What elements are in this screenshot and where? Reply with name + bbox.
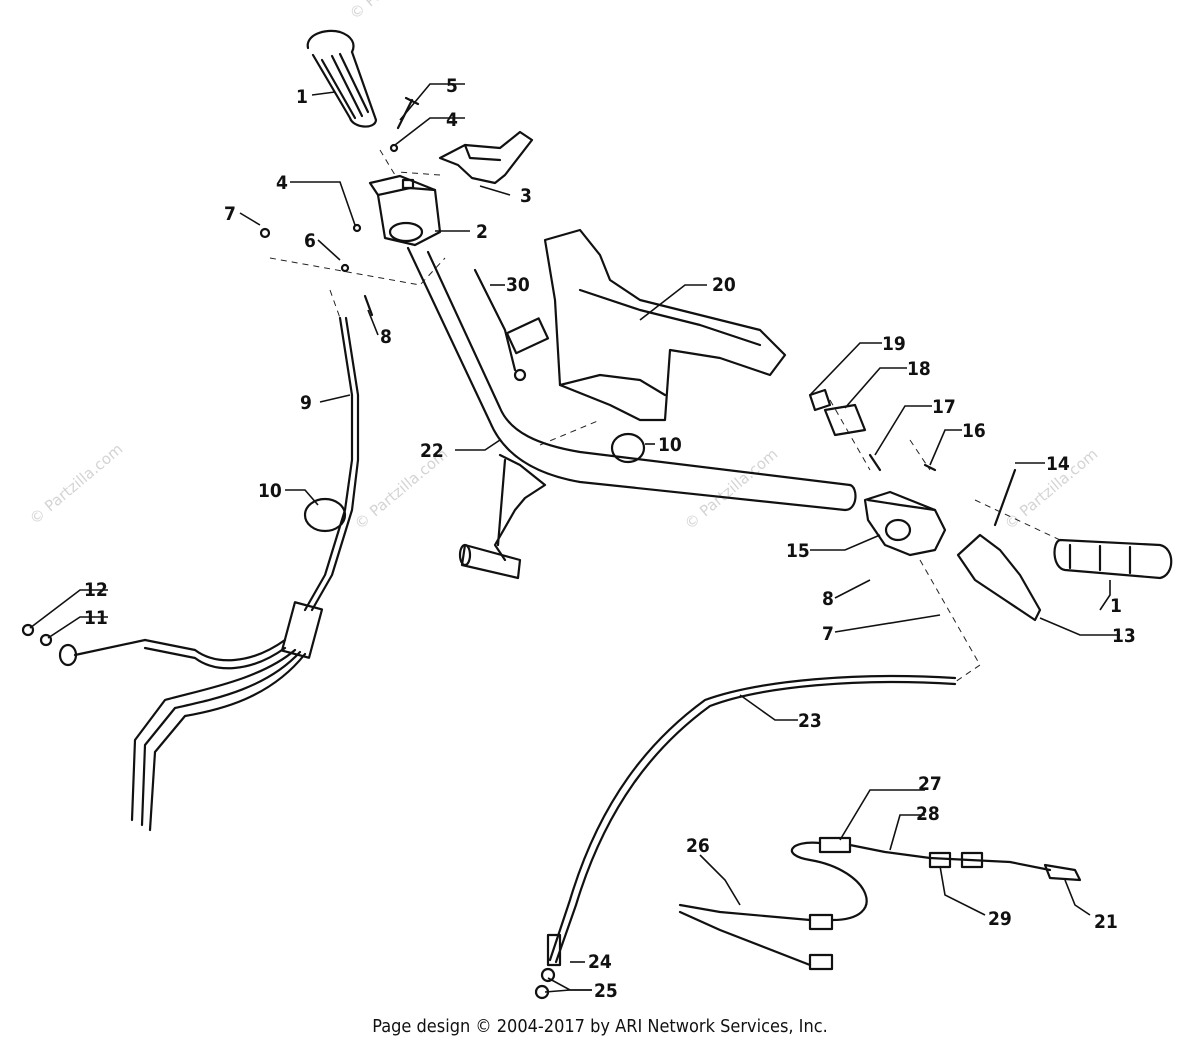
callout-15: 15 xyxy=(786,540,810,562)
right-grip xyxy=(1053,538,1173,580)
callout-7: 7 xyxy=(822,623,834,645)
assembly-lines xyxy=(269,149,1061,683)
throttle-cable xyxy=(73,316,360,832)
adjuster xyxy=(58,643,78,667)
callout-21: 21 xyxy=(1094,911,1118,933)
callout-4: 4 xyxy=(446,109,458,131)
spring-17 xyxy=(868,453,882,472)
switch-18 xyxy=(823,403,867,437)
callout-7: 7 xyxy=(224,203,236,225)
washer-12 xyxy=(21,623,35,637)
washer-4 xyxy=(389,143,399,153)
callout-28: 28 xyxy=(916,803,940,825)
watermark: © Partzilla.com xyxy=(26,440,126,528)
callout-1: 1 xyxy=(1110,595,1122,617)
handlebar-pad xyxy=(543,228,787,422)
callout-4: 4 xyxy=(276,172,288,194)
clamp-10a xyxy=(610,432,646,464)
left-grip xyxy=(306,29,378,128)
screw-14 xyxy=(993,468,1017,527)
callout-2: 2 xyxy=(476,221,488,243)
bracket-19 xyxy=(808,388,832,412)
throttle-housing xyxy=(368,174,442,247)
callout-29: 29 xyxy=(988,908,1012,930)
callout-20: 20 xyxy=(712,274,736,296)
page-footer: Page design © 2004-2017 by ARI Network S… xyxy=(372,1016,828,1037)
callout-22: 22 xyxy=(420,440,444,462)
callout-12: 12 xyxy=(84,579,108,601)
callout-30: 30 xyxy=(506,274,530,296)
callout-24: 24 xyxy=(588,951,612,973)
callout-3: 3 xyxy=(520,185,532,207)
callout-5: 5 xyxy=(446,75,458,97)
leader-lines xyxy=(29,83,1120,993)
brake-housing xyxy=(863,490,947,557)
watermark: © Partzilla.com xyxy=(681,445,781,533)
callout-10: 10 xyxy=(258,480,282,502)
callout-1: 1 xyxy=(296,86,308,108)
callout-14: 14 xyxy=(1046,453,1070,475)
callout-labels: 1 2 3 4 4 5 6 7 8 9 10 10 11 12 13 14 15… xyxy=(84,75,1136,1002)
watermark: © Partzilla.com xyxy=(346,0,446,23)
callout-25: 25 xyxy=(594,980,618,1002)
wire-harness-26 xyxy=(678,841,868,971)
callout-9: 9 xyxy=(300,392,312,414)
screw-8 xyxy=(363,294,374,317)
callout-11: 11 xyxy=(84,607,108,629)
brake-cable xyxy=(534,674,957,1000)
nut-11 xyxy=(39,633,53,647)
callout-19: 19 xyxy=(882,333,906,355)
wire-harness-27 xyxy=(818,836,1082,882)
washer-4b xyxy=(352,223,362,233)
callout-6: 6 xyxy=(304,230,316,252)
callout-10: 10 xyxy=(658,434,682,456)
callout-23: 23 xyxy=(798,710,822,732)
brake-lever xyxy=(956,533,1042,622)
callout-17: 17 xyxy=(932,396,956,418)
throttle-lever xyxy=(438,130,534,185)
nut-7 xyxy=(259,227,271,239)
plunger-16 xyxy=(923,463,937,472)
handlebar xyxy=(406,246,857,580)
callout-16: 16 xyxy=(962,420,986,442)
clamp-10b xyxy=(303,497,347,533)
watermarks: © Partzilla.com © Partzilla.com © Partzi… xyxy=(26,0,1101,533)
callout-18: 18 xyxy=(907,358,931,380)
callout-13: 13 xyxy=(1112,625,1136,647)
callout-8: 8 xyxy=(822,588,834,610)
callout-26: 26 xyxy=(686,835,710,857)
nut-6 xyxy=(340,263,350,273)
callout-27: 27 xyxy=(918,773,942,795)
callout-8: 8 xyxy=(380,326,392,348)
kill-switch-harness xyxy=(473,268,550,382)
